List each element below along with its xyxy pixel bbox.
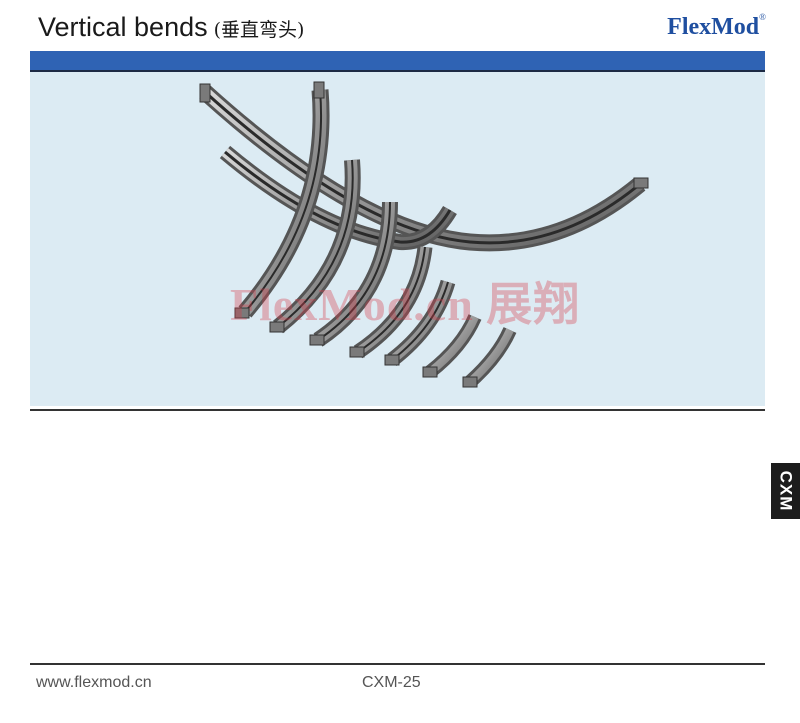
vertical-bend-rails-photo (199, 81, 649, 388)
registered-mark: ® (759, 12, 766, 22)
header-divider (30, 70, 765, 72)
brand-logo: FlexMod® (667, 12, 766, 41)
product-image-panel: FlexMod.cn 展翔 (30, 72, 765, 406)
footer-url: www.flexmod.cn (36, 674, 152, 691)
page-number: CXM-25 (362, 674, 421, 691)
section-tab-cxm: CXM (771, 463, 800, 519)
section-tab-label: CXM (776, 470, 796, 512)
footer-divider (30, 663, 765, 665)
page-title: Vertical bends(垂直弯头) (38, 12, 304, 43)
panel-divider (30, 409, 765, 411)
page-title-text: Vertical bends (38, 12, 208, 42)
brand-logo-text: FlexMod (667, 14, 760, 40)
page-title-cn: (垂直弯头) (213, 19, 305, 41)
header-bar (30, 51, 765, 70)
watermark-text: FlexMod.cn 展翔 (230, 279, 581, 330)
